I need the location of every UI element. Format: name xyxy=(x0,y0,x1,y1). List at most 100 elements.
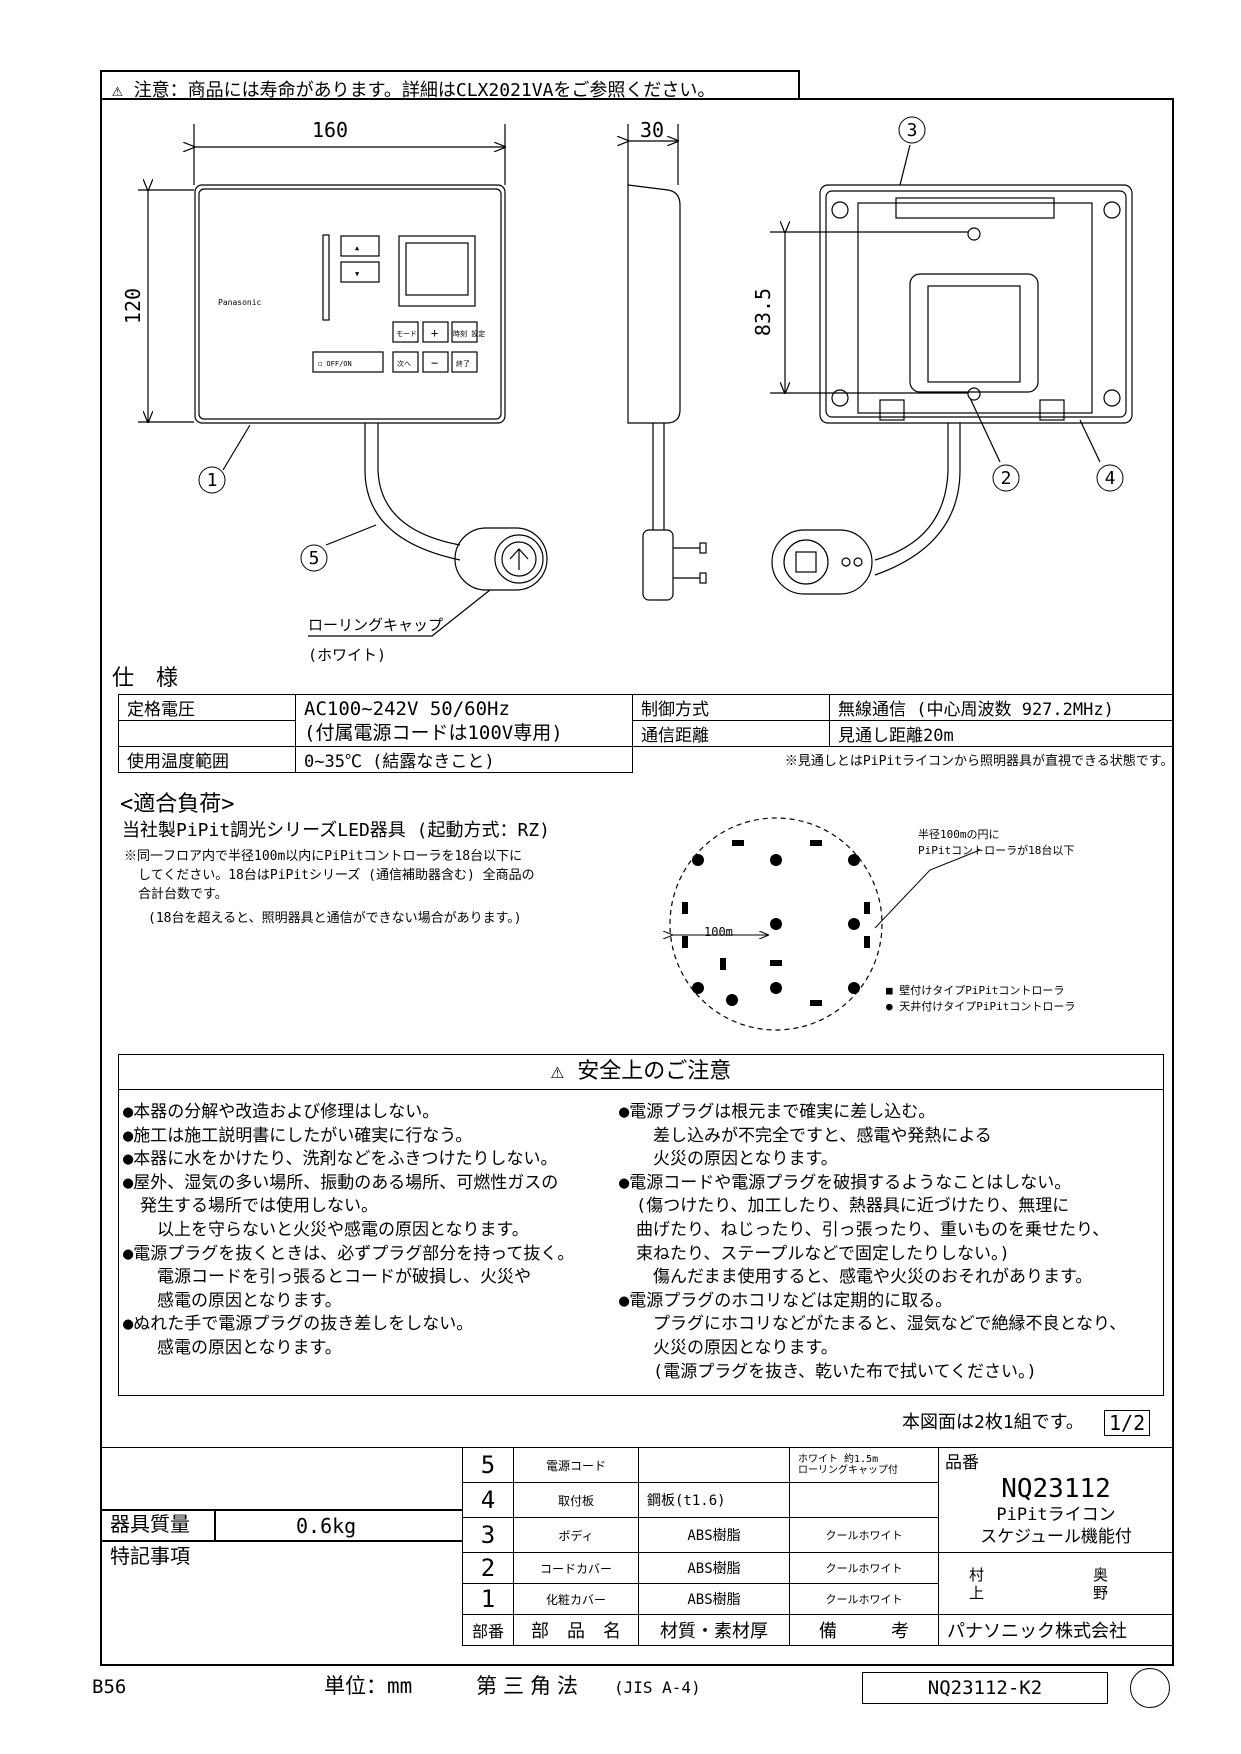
spec-table: 定格電圧 AC100~242V 50/60Hz(付属電源コードは100V専用) … xyxy=(118,694,1174,773)
distance-value: 見通し距離20m xyxy=(829,720,1174,747)
radius-label: 100m xyxy=(704,925,733,939)
distance-label: 通信距離 xyxy=(632,720,830,747)
legend-ceiling: ● 天井付けタイプPiPitコントローラ xyxy=(886,999,1075,1013)
bom-no-3: 3 xyxy=(462,1517,514,1553)
bom-material-1: ABS樹脂 xyxy=(638,1583,790,1615)
bom-no-4: 4 xyxy=(462,1482,514,1518)
circle-diagram: 100m 半径100mの円に PiPitコントローラが18台以下 ■ 壁付けタイ… xyxy=(660,817,1075,1031)
mode-button: モード xyxy=(396,330,417,338)
load-heading: <適合負荷> xyxy=(120,792,235,817)
set-note: 本図面は2枚1組です。 xyxy=(902,1412,1084,1433)
bom-name-3: ボディ xyxy=(513,1517,639,1553)
mass-value: 0.6kg xyxy=(296,1514,357,1538)
rolling-cap-color: (ホワイト) xyxy=(308,646,386,664)
product-name-2: スケジュール機能付 xyxy=(980,1527,1132,1547)
dim-mount: 83.5 xyxy=(751,288,775,336)
bom-material-4: 鋼板(t1.6) xyxy=(638,1482,790,1518)
bom-material-2: ABS樹脂 xyxy=(638,1552,790,1584)
product-number: NQ23112 xyxy=(1001,1474,1111,1504)
control-value: 無線通信 (中心周波数 927.2MHz) xyxy=(829,694,1174,721)
bom-name-5: 電源コード xyxy=(513,1447,639,1483)
spec-heading: 仕 様 xyxy=(112,666,179,691)
load-note4: (18台を超えると、照明器具と通信ができない場合があります。) xyxy=(148,911,522,926)
bom-no-2: 2 xyxy=(462,1552,514,1584)
footer-code: B56 xyxy=(92,1676,127,1698)
spec-note: ※見通しとはPiPitライコンから照明器具が直視できる状態です。 xyxy=(784,754,1174,770)
minus-button: − xyxy=(431,356,438,370)
footer-projection: 第三角法 xyxy=(476,1674,584,1698)
down-arrow: ▼ xyxy=(355,270,360,278)
company-name: パナソニック株式会社 xyxy=(938,1614,1174,1646)
mass-rule-top xyxy=(100,1509,462,1511)
bom-material-5 xyxy=(638,1447,790,1483)
revision-circle xyxy=(1130,1668,1170,1708)
svg-text:4: 4 xyxy=(1105,468,1116,489)
offon-label: ◻ OFF/ON xyxy=(318,360,352,368)
front-view xyxy=(138,124,548,591)
circle-callout-1: 半径100mの円に xyxy=(918,827,1000,841)
bom-remark-1: クールホワイト xyxy=(789,1583,939,1615)
sign-2: 奥野 xyxy=(1093,1565,1109,1602)
next-button: 次へ xyxy=(397,359,411,368)
warning-icon: ⚠ xyxy=(550,1059,564,1084)
legend-wall: ■ 壁付けタイプPiPitコントローラ xyxy=(886,983,1064,997)
part-callout-5: 5 xyxy=(300,544,328,572)
temp-label: 使用温度範囲 xyxy=(118,746,296,773)
svg-text:2: 2 xyxy=(1001,468,1012,489)
side-view xyxy=(628,124,707,601)
drawing-number: NQ23112-K2 xyxy=(862,1672,1108,1704)
bom-name-2: コードカバー xyxy=(513,1552,639,1584)
part-callout-3: 3 xyxy=(898,116,926,144)
circle-callout-2: PiPitコントローラが18台以下 xyxy=(918,843,1074,857)
dim-width: 160 xyxy=(312,118,348,142)
footer-paper: (JIS A-4) xyxy=(614,1678,701,1697)
safety-right: ●電源プラグは根元まで確実に差し込む。 差し込みが不完全ですと、感電や発熱による… xyxy=(619,1102,1127,1382)
part-callout-1: 1 xyxy=(198,466,226,494)
bom-remark-3: クールホワイト xyxy=(789,1517,939,1553)
part-callout-4: 4 xyxy=(1096,464,1124,492)
mass-label: 器具質量 xyxy=(110,1512,190,1536)
part-callout-2: 2 xyxy=(992,464,1020,492)
bom-table: 5 電源コード ホワイト 約1.5m ローリングキャップ付 品番 NQ23112… xyxy=(462,1447,1174,1646)
svg-text:5: 5 xyxy=(309,548,320,569)
bom-material-3: ABS樹脂 xyxy=(638,1517,790,1553)
rated-voltage-value: AC100~242V 50/60Hz(付属電源コードは100V専用) xyxy=(295,694,633,747)
warning-icon: ⚠ xyxy=(112,80,123,101)
bom-name-4: 取付板 xyxy=(513,1482,639,1518)
up-arrow: ▲ xyxy=(355,244,360,252)
temp-value: 0~35℃ (結露なきこと) xyxy=(295,746,633,773)
safety-title: 安全上のご注意 xyxy=(577,1059,732,1084)
bom-remark-4 xyxy=(789,1482,939,1518)
product-cell: 品番 NQ23112 PiPitライコン スケジュール機能付 xyxy=(938,1447,1174,1553)
safety-left: ●本器の分解や改造および修理はしない。 ●施工は施工説明書にしたがい確実に行なう… xyxy=(123,1102,575,1358)
special-label: 特記事項 xyxy=(110,1544,190,1568)
set-button: 時刻 設定 xyxy=(453,329,485,338)
load-note3: 合計台数です。 xyxy=(138,887,228,902)
dim-depth: 30 xyxy=(640,118,664,142)
bom-remark-2: クールホワイト xyxy=(789,1552,939,1584)
page-indicator: 1/2 xyxy=(1104,1410,1151,1436)
load-note1: ※同一フロア内で半径100m以内にPiPitコントローラを18台以下に xyxy=(124,849,523,864)
signatures: 村上 奥野 xyxy=(938,1552,1174,1615)
bom-name-1: 化粧カバー xyxy=(513,1583,639,1615)
dim-height: 120 xyxy=(121,288,145,324)
footer-unit: 単位：mm xyxy=(324,1674,413,1698)
bom-no-1: 1 xyxy=(462,1583,514,1615)
bom-remark-5: ホワイト 約1.5m ローリングキャップ付 xyxy=(789,1447,939,1483)
bom-head-no: 部番 xyxy=(462,1614,514,1646)
load-note2: してください。18台はPiPitシリーズ (通信補助器含む) 全商品の xyxy=(138,868,535,883)
brand-logo: Panasonic xyxy=(218,298,262,307)
caution-text: 注意：商品には寿命があります。詳細はCLX2021VAをご参照ください。 xyxy=(133,80,716,101)
product-drawings: 160 120 30 83.5 Panasonic ◻ OFF/ON ▲ ▼ モ… xyxy=(121,116,1133,664)
product-label: 品番 xyxy=(945,1453,979,1473)
bom-head-name: 部 品 名 xyxy=(513,1614,639,1646)
bom-head-remark: 備 考 xyxy=(789,1614,939,1646)
mass-rule-bottom xyxy=(100,1540,462,1542)
bom-no-5: 5 xyxy=(462,1447,514,1483)
svg-text:3: 3 xyxy=(907,120,918,141)
safety-header: ⚠ 安全上のご注意 xyxy=(119,1055,1163,1090)
load-line1: 当社製PiPit調光シリーズLED器具 (起動方式：RZ) xyxy=(122,820,550,841)
rated-voltage-label: 定格電圧 xyxy=(118,694,296,721)
rolling-cap-label: ローリングキャップ xyxy=(308,616,443,634)
bom-head-material: 材質・素材厚 xyxy=(638,1614,790,1646)
